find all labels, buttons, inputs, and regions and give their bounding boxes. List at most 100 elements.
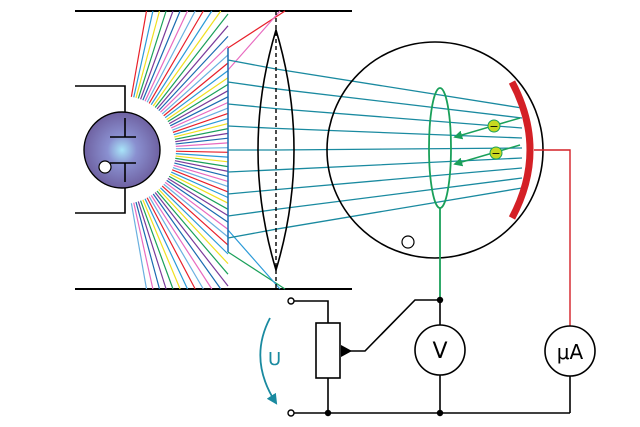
spectral-ray <box>171 118 229 136</box>
monochromatic-ray <box>227 177 523 217</box>
spectral-ray <box>132 200 154 290</box>
photocathode <box>508 80 534 220</box>
voltage-label: U <box>268 349 281 370</box>
spectral-ray <box>132 10 154 100</box>
spectral-ray <box>157 187 229 265</box>
spectral-ray <box>141 197 181 290</box>
spectral-ray <box>169 170 229 199</box>
spectral-ray <box>167 90 229 126</box>
spectral-ray <box>170 168 229 193</box>
spectral-ray <box>172 128 229 141</box>
spectral-ray <box>153 13 229 110</box>
spectral-ray <box>164 178 229 223</box>
monochromatic-ray <box>227 167 523 195</box>
monochromatic-rays <box>227 59 523 239</box>
spectral-light-fan <box>130 10 286 290</box>
spectral-ray <box>163 180 229 230</box>
electron-charge-label: − <box>489 120 498 133</box>
spectral-ray <box>173 150 229 153</box>
spectral-ray <box>158 45 229 115</box>
spectral-ray <box>139 198 174 290</box>
spectral-ray <box>147 10 204 106</box>
spectral-ray <box>160 184 229 246</box>
spectral-ray <box>155 25 229 111</box>
electron-icon <box>487 119 501 133</box>
cathode-wire <box>534 149 571 332</box>
spectral-ray <box>165 176 229 217</box>
spectral-ray <box>173 152 229 158</box>
electron-trajectory <box>453 117 521 140</box>
spectral-ray <box>130 201 148 290</box>
spectral-ray <box>163 70 229 120</box>
spectral-ray <box>173 142 229 148</box>
spectral-ray <box>155 189 229 275</box>
spectral-ray <box>164 77 229 122</box>
spectral-ray <box>227 229 281 290</box>
spectral-ray <box>153 190 229 287</box>
ammeter-label: μA <box>557 340 584 364</box>
ammeter-icon: μA <box>544 325 596 377</box>
spectral-ray <box>158 185 229 255</box>
spectral-ray <box>165 83 229 124</box>
spectral-ray <box>173 147 229 150</box>
spectral-ray <box>173 155 229 163</box>
spectral-ray <box>173 132 229 143</box>
spectral-ray <box>172 159 229 172</box>
spectral-ray <box>171 164 229 182</box>
spectral-ray <box>145 195 196 290</box>
spectral-ray <box>169 101 229 130</box>
spectral-ray <box>137 199 167 290</box>
spectral-ray <box>168 172 229 204</box>
spectral-ray <box>227 251 286 290</box>
electron-trajectory <box>453 144 521 167</box>
supply-terminals <box>287 297 295 417</box>
voltmeter-icon: V <box>414 324 466 376</box>
spectral-ray <box>130 10 148 99</box>
curved-arrow-icon <box>259 317 278 405</box>
spectral-ray <box>149 193 213 290</box>
spectral-ray <box>173 137 229 145</box>
monochromatic-ray <box>228 147 523 151</box>
lamp-icon <box>83 111 161 189</box>
spectral-ray <box>160 54 229 116</box>
circuit-junctions <box>324 296 444 417</box>
spectral-ray <box>143 196 189 290</box>
spectral-ray <box>167 174 229 210</box>
spectral-ray <box>171 166 229 188</box>
monochromatic-ray <box>227 81 523 119</box>
spectral-ray <box>149 10 213 107</box>
lens-icon <box>257 11 295 289</box>
monochromatic-ray <box>227 157 523 173</box>
spectral-ray <box>161 182 229 238</box>
rheostat-icon <box>315 322 352 379</box>
electron-icon <box>489 146 503 160</box>
spectral-ray <box>139 10 174 102</box>
spectral-ray <box>151 10 222 108</box>
spectral-ray <box>151 192 222 290</box>
spectral-ray <box>137 10 167 101</box>
spectral-ray <box>170 107 229 132</box>
spectral-ray <box>161 62 229 118</box>
voltmeter-label: V <box>432 339 447 364</box>
measurement-circuit <box>291 299 571 414</box>
spectral-ray <box>157 35 229 113</box>
spectral-ray <box>147 194 204 290</box>
spectral-ray <box>141 10 181 103</box>
spectral-ray <box>227 10 281 71</box>
spectral-ray <box>134 200 161 290</box>
spectral-ray <box>145 10 196 105</box>
spectral-ray <box>172 162 229 177</box>
anode-ring <box>428 87 452 300</box>
spectral-ray <box>143 10 189 104</box>
electron-charge-label: − <box>491 147 500 160</box>
monochromatic-ray <box>227 103 523 129</box>
spectral-ray <box>171 112 229 134</box>
spectral-ray <box>172 123 229 138</box>
photocell-icon <box>326 41 544 259</box>
spectral-ray <box>168 96 229 128</box>
monochromatic-ray <box>227 187 523 239</box>
electron-paths: −− <box>453 117 521 167</box>
spectral-ray <box>173 157 229 168</box>
